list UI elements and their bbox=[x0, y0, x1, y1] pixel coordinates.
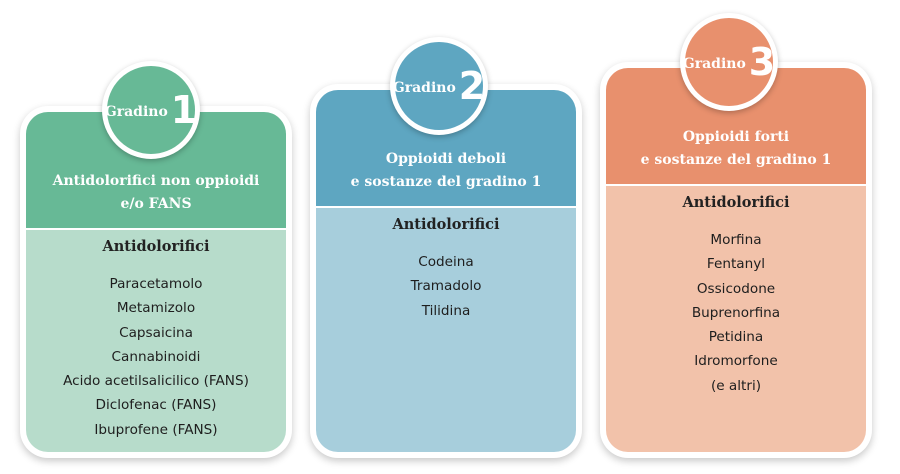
step-1-card: Antidolorifici non oppioidi e/o FANS Ant… bbox=[20, 106, 292, 458]
list-item: Ibuprofene (FANS) bbox=[94, 421, 218, 438]
step-2-header-title: Oppioidi deboli e sostanze del gradino 1 bbox=[350, 151, 542, 190]
step-2-card: Oppioidi deboli e sostanze del gradino 1… bbox=[310, 84, 582, 458]
list-item: Metamizolo bbox=[116, 300, 196, 317]
list-item: Petidina bbox=[708, 329, 764, 346]
step-3-divider bbox=[606, 184, 866, 186]
step-2-body-title: Antidolorifici bbox=[392, 216, 500, 233]
step-2-badge-word: Gradino bbox=[392, 80, 456, 96]
step-2-drug-list: Codeina Tramadolo Tilidina bbox=[316, 250, 576, 323]
step-3-badge: Gradino 3 bbox=[680, 13, 778, 111]
list-item: Tilidina bbox=[421, 302, 471, 319]
list-item: Idromorfone bbox=[694, 353, 778, 370]
list-item: Diclofenac (FANS) bbox=[95, 397, 217, 414]
step-1-body: Antidolorifici Paracetamolo Metamizolo C… bbox=[26, 230, 286, 452]
list-item: Codeina bbox=[418, 254, 474, 270]
list-item: (e altri) bbox=[710, 377, 762, 394]
list-item: Fentanyl bbox=[706, 256, 766, 273]
step-3-panel: Oppioidi forti e sostanze del gradino 1 … bbox=[606, 68, 866, 452]
step-3-drug-list: Morfina Fentanyl Ossicodone Buprenorfina… bbox=[606, 228, 866, 398]
list-item: Ossicodone bbox=[696, 280, 776, 297]
step-2-divider bbox=[316, 206, 576, 208]
list-item: Capsaicina bbox=[119, 324, 193, 341]
step-2-badge: Gradino 2 bbox=[390, 37, 488, 135]
step-2-badge-number: 2 bbox=[458, 64, 486, 108]
list-item: Tramadolo bbox=[410, 278, 482, 295]
step-3-card: Oppioidi forti e sostanze del gradino 1 … bbox=[600, 62, 872, 458]
step-3-badge-number: 3 bbox=[748, 40, 776, 84]
step-1-badge: Gradino 1 bbox=[102, 61, 200, 159]
step-3-body: Antidolorifici Morfina Fentanyl Ossicodo… bbox=[606, 186, 866, 452]
step-2-panel: Oppioidi deboli e sostanze del gradino 1… bbox=[316, 90, 576, 452]
list-item: Morfina bbox=[710, 232, 762, 248]
list-item: Paracetamolo bbox=[109, 276, 203, 292]
step-1-body-title: Antidolorifici bbox=[102, 238, 210, 255]
step-3-header-title: Oppioidi forti e sostanze del gradino 1 bbox=[640, 129, 832, 168]
step-3-badge-word: Gradino bbox=[682, 56, 746, 72]
step-1-header-title: Antidolorifici non oppioidi e/o FANS bbox=[52, 173, 260, 212]
step-1-badge-word: Gradino bbox=[104, 104, 168, 120]
list-item: Acido acetilsalicilico (FANS) bbox=[63, 373, 249, 390]
step-2-body: Antidolorifici Codeina Tramadolo Tilidin… bbox=[316, 208, 576, 452]
step-1-panel: Antidolorifici non oppioidi e/o FANS Ant… bbox=[26, 112, 286, 452]
step-1-badge-number: 1 bbox=[170, 88, 198, 132]
list-item: Cannabinoidi bbox=[111, 348, 201, 365]
step-1-divider bbox=[26, 228, 286, 230]
list-item: Buprenorfina bbox=[691, 304, 781, 321]
step-1-drug-list: Paracetamolo Metamizolo Capsaicina Canna… bbox=[26, 272, 286, 442]
step-3-body-title: Antidolorifici bbox=[682, 194, 790, 211]
